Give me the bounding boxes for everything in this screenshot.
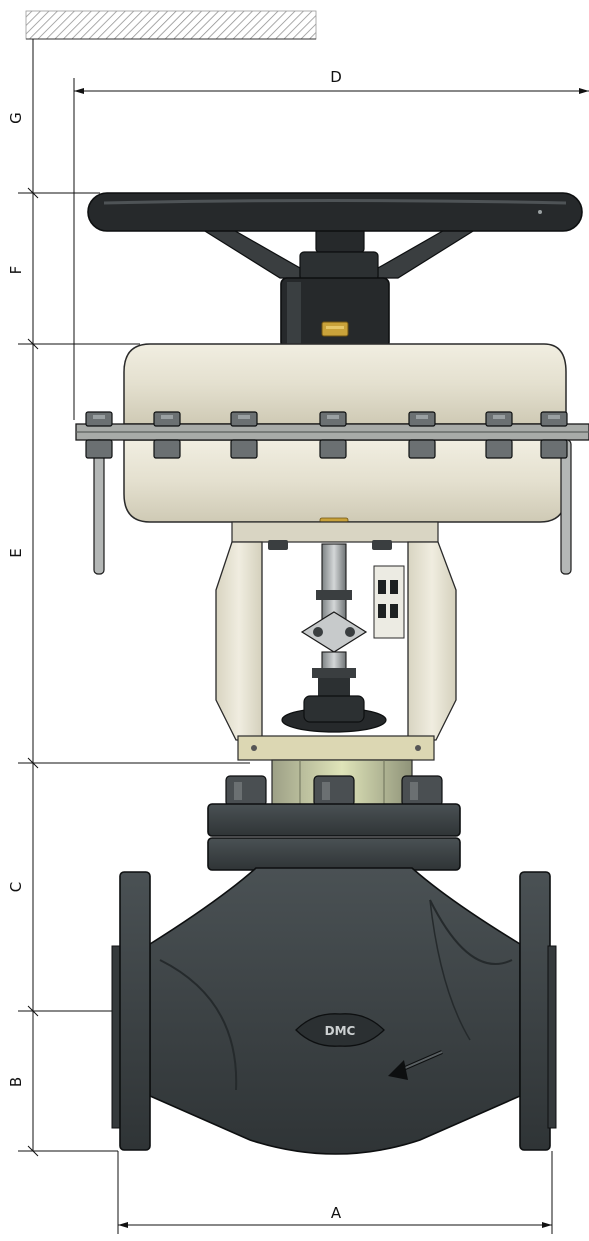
ceiling-reference	[25, 10, 317, 40]
handwheel	[87, 192, 583, 281]
dimension-label-f: F	[7, 266, 25, 275]
diaphragm-actuator	[75, 343, 589, 575]
body-logo: DMC	[295, 1013, 385, 1047]
flow-direction-arrow-icon	[388, 1050, 443, 1080]
dimension-label-g: G	[7, 112, 25, 124]
handwheel-housing	[280, 277, 390, 349]
dimension-label-a: A	[331, 1204, 342, 1222]
dimension-label-d: D	[330, 68, 342, 86]
body-logo-text: DMC	[325, 1024, 356, 1038]
yoke	[215, 521, 457, 761]
stem-assembly	[281, 543, 387, 733]
dimension-label-e: E	[7, 548, 25, 557]
bonnet	[207, 759, 461, 871]
dimension-lines	[18, 39, 589, 1234]
valve-body: DMC	[111, 867, 557, 1155]
dimension-label-c: C	[7, 882, 25, 892]
dimension-label-b: B	[7, 1077, 25, 1087]
